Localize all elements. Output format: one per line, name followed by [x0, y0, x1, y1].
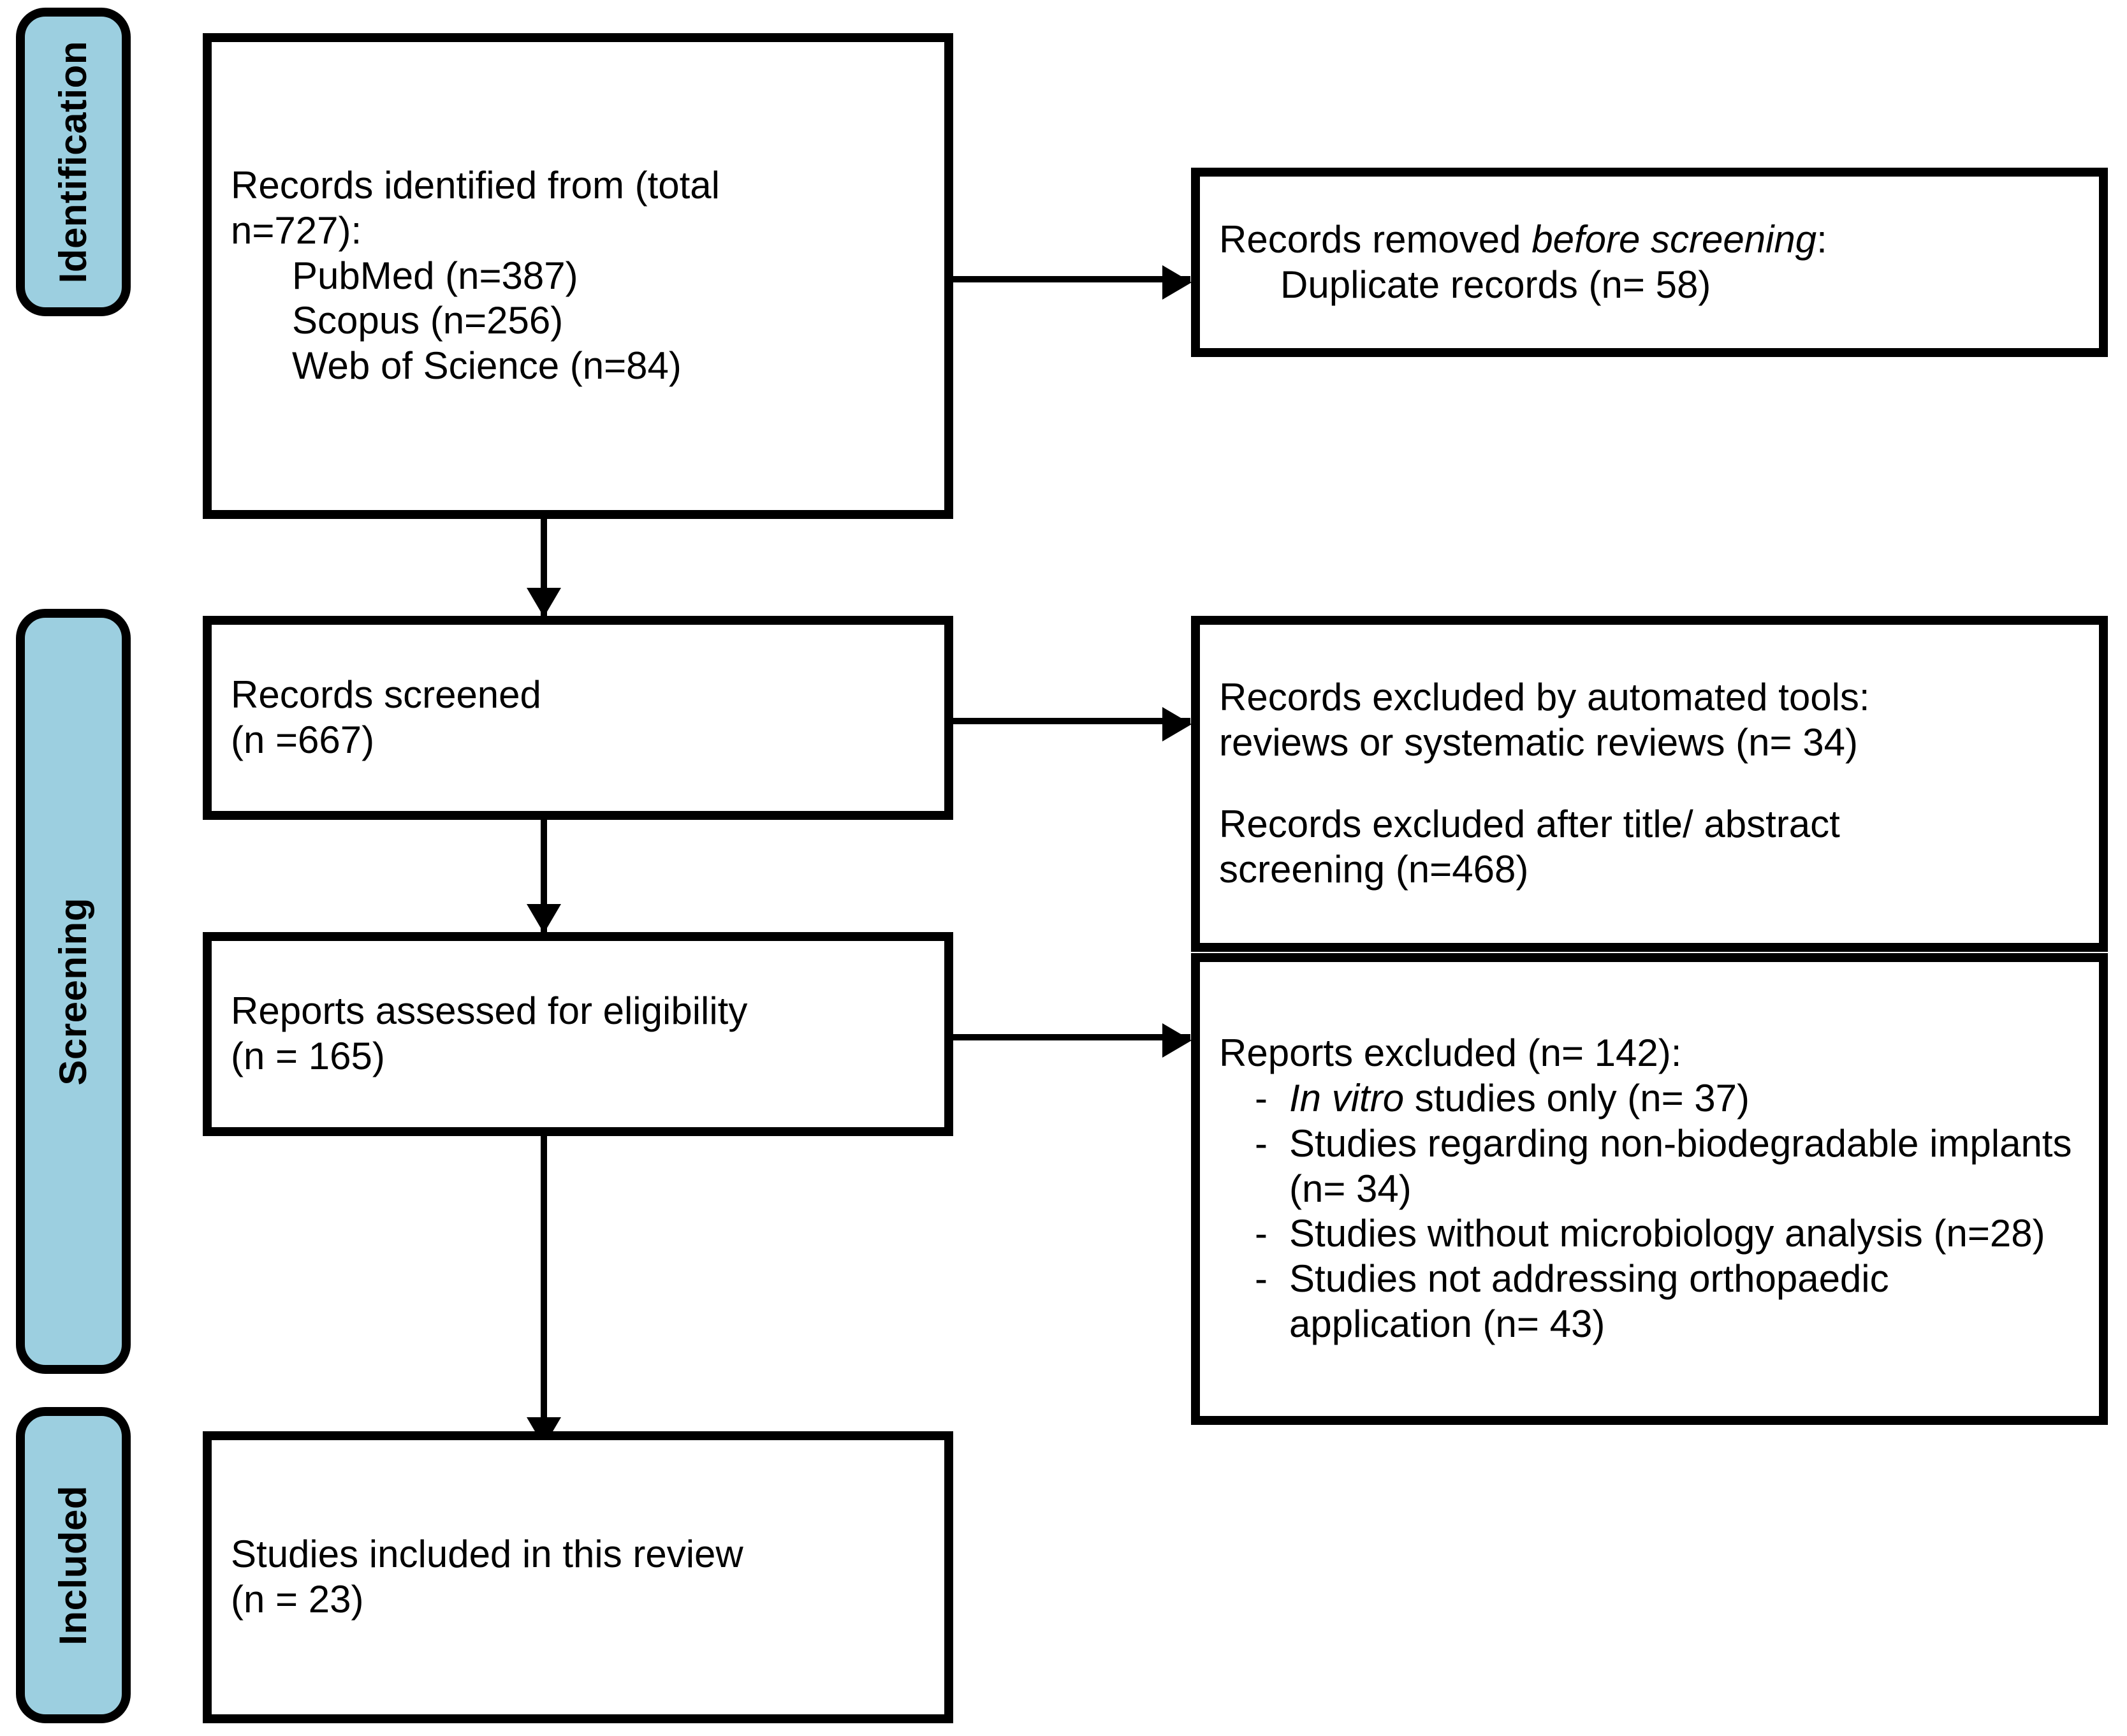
records-removed-line1-italic: before screening — [1531, 217, 1817, 261]
reports-assessed-line2: (n = 165) — [231, 1035, 385, 1077]
box-records-excluded-content: Records excluded by automated tools: rev… — [1200, 675, 2099, 892]
reports-excluded-item: - Studies without microbiology analysis … — [1219, 1211, 2080, 1257]
arrow-assessed-to-reports-excluded — [953, 1023, 1192, 1058]
box-reports-excluded: Reports excluded (n= 142): - In vitro st… — [1191, 953, 2108, 1425]
stage-tab-identification-label: Identification — [52, 40, 94, 284]
reports-excluded-item-rest: studies only (n= 37) — [1404, 1077, 1750, 1120]
arrowhead-down-icon — [527, 588, 561, 617]
records-identified-line2: n=727): — [231, 208, 362, 252]
arrowhead-right-icon — [1162, 265, 1192, 300]
box-records-identified-content: Records identified from (total n=727): P… — [212, 163, 944, 389]
arrowhead-down-icon — [527, 904, 561, 933]
box-reports-excluded-content: Reports excluded (n= 142): - In vitro st… — [1200, 1031, 2099, 1347]
stage-tab-included: Included — [16, 1407, 131, 1723]
records-identified-source-pubmed: PubMed (n=387) — [292, 254, 578, 297]
stage-tab-screening: Screening — [16, 609, 131, 1374]
reports-excluded-item: - Studies regarding non-biodegradable im… — [1219, 1121, 2080, 1212]
bullet-dash-icon: - — [1255, 1212, 1268, 1255]
stage-tab-identification: Identification — [16, 8, 131, 316]
reports-excluded-item: - Studies not addressing orthopaedic app… — [1219, 1257, 2080, 1347]
stage-tab-included-label: Included — [52, 1485, 94, 1645]
records-excluded-line4: screening (n=468) — [1219, 847, 1529, 891]
arrow-assessed-to-included — [527, 1136, 561, 1447]
reports-excluded-item-text: In vitro studies only (n= 37) — [1289, 1076, 2080, 1121]
studies-included-line1: Studies included in this review — [231, 1533, 743, 1576]
records-excluded-line3: Records excluded after title/ abstract — [1219, 803, 1840, 845]
box-records-removed-before-screening: Records removed before screening: Duplic… — [1191, 168, 2108, 357]
records-screened-line2: (n =667) — [231, 718, 375, 761]
records-excluded-spacer — [1219, 766, 2080, 802]
reports-excluded-heading: Reports excluded (n= 142): — [1219, 1032, 1682, 1075]
arrow-screened-to-excluded — [953, 707, 1192, 741]
box-records-screened-content: Records screened (n =667) — [212, 673, 944, 763]
records-excluded-line2: reviews or systematic reviews (n= 34) — [1219, 721, 1858, 764]
arrowhead-right-icon — [1162, 1023, 1192, 1058]
arrow-identified-to-removed — [953, 265, 1192, 300]
records-identified-source-wos: Web of Science (n=84) — [292, 344, 682, 388]
records-excluded-line1: Records excluded by automated tools: — [1219, 676, 1870, 719]
stage-tab-screening-label: Screening — [52, 897, 94, 1086]
arrow-screened-to-assessed — [527, 820, 561, 933]
bullet-dash-icon: - — [1255, 1077, 1268, 1120]
reports-excluded-item: - In vitro studies only (n= 37) — [1219, 1076, 2080, 1121]
box-records-excluded: Records excluded by automated tools: rev… — [1191, 616, 2108, 952]
reports-excluded-item-text: Studies regarding non-biodegradable impl… — [1289, 1121, 2072, 1210]
reports-assessed-line1: Reports assessed for eligibility — [231, 989, 748, 1033]
studies-included-line2: (n = 23) — [231, 1578, 364, 1621]
reports-excluded-item-text: Studies without microbiology analysis (n… — [1289, 1212, 2045, 1255]
reports-excluded-item-text: Studies not addressing orthopaedic appli… — [1289, 1257, 1889, 1345]
records-removed-line1-suffix: : — [1816, 217, 1827, 261]
box-records-screened: Records screened (n =667) — [203, 616, 953, 820]
box-studies-included-content: Studies included in this review (n = 23) — [212, 1532, 944, 1623]
records-removed-line1: Records removed before screening: — [1219, 217, 2080, 263]
records-screened-line1: Records screened — [231, 673, 541, 717]
bullet-dash-icon: - — [1255, 1121, 1268, 1165]
box-reports-assessed-content: Reports assessed for eligibility (n = 16… — [212, 989, 944, 1079]
bullet-dash-icon: - — [1255, 1257, 1268, 1301]
records-identified-line1: Records identified from (total — [231, 164, 720, 207]
records-identified-source-scopus: Scopus (n=256) — [292, 299, 564, 342]
box-studies-included: Studies included in this review (n = 23) — [203, 1431, 953, 1723]
reports-excluded-item-italic: In vitro — [1289, 1077, 1405, 1120]
box-records-removed-content: Records removed before screening: Duplic… — [1200, 217, 2099, 308]
arrowhead-right-icon — [1162, 707, 1192, 741]
records-removed-duplicates: Duplicate records (n= 58) — [1280, 263, 1711, 306]
box-records-identified: Records identified from (total n=727): P… — [203, 33, 953, 519]
arrow-identified-to-screened — [527, 519, 561, 617]
box-reports-assessed: Reports assessed for eligibility (n = 16… — [203, 932, 953, 1136]
records-removed-line1-prefix: Records removed — [1219, 217, 1532, 261]
